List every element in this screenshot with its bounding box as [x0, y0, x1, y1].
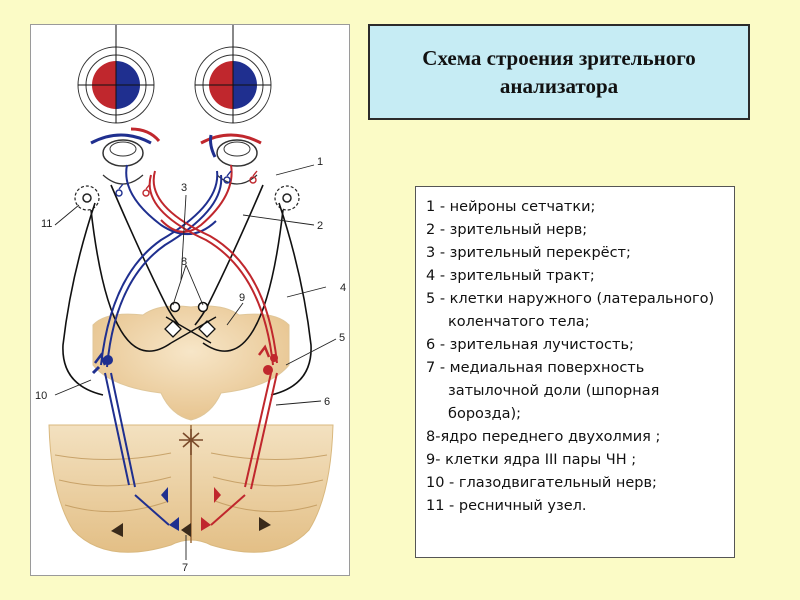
- sulci: [54, 452, 328, 513]
- diagram-svg: 1 2 3 4 5 6 7 8 9 10 11: [35, 25, 346, 574]
- title-line-2: анализатора: [499, 74, 619, 98]
- callout-9: 9: [239, 292, 245, 304]
- left-ciliary-ganglion: [74, 185, 100, 211]
- legend-item-4: 4 - зрительный тракт;: [426, 268, 595, 284]
- callout-11: 11: [41, 218, 52, 230]
- right-eye: [200, 133, 262, 185]
- legend-item-3: 3 - зрительный перекрёст;: [426, 245, 631, 261]
- midbrain: [92, 305, 290, 421]
- legend-item-7: 7 - медиальная поверхность затылочной до…: [426, 360, 660, 422]
- callout-5: 5: [339, 332, 345, 344]
- callout-7: 7: [182, 562, 188, 574]
- oculomotor-pathway: [62, 184, 312, 396]
- legend-item-6: 6 - зрительная лучистость;: [426, 337, 634, 353]
- title-line-1: Схема строения зрительного: [422, 46, 696, 70]
- retinal-neurons: [115, 170, 258, 197]
- legend-item-1: 1 - нейроны сетчатки;: [426, 199, 596, 215]
- left-lgn-cells: [91, 352, 113, 375]
- legend-item-10: 10 - глазодвигательный нерв;: [426, 475, 657, 491]
- callout-2: 2: [317, 220, 323, 232]
- legend-box: 1 - нейроны сетчатки; 2 - зрительный нер…: [415, 186, 735, 558]
- legend-item-5: 5 - клетки наружного (латерального) коле…: [426, 291, 715, 330]
- callout-1: 1: [317, 156, 323, 168]
- callout-8: 8: [181, 256, 187, 268]
- legend-item-2: 2 - зрительный нерв;: [426, 222, 588, 238]
- left-visual-field: [77, 25, 155, 124]
- callout-3: 3: [181, 182, 187, 194]
- legend-item-11: 11 - ресничный узел.: [426, 498, 587, 514]
- leader-lines: [54, 164, 337, 560]
- legend-item-9: 9- клетки ядра III пары ЧН ;: [426, 452, 637, 468]
- left-eye: [90, 127, 161, 185]
- sagittal-mark: [179, 429, 203, 455]
- callout-6: 6: [324, 396, 330, 408]
- pretectal-nuclei: [164, 301, 217, 344]
- red-pathway: [148, 164, 278, 526]
- callout-4: 4: [340, 282, 346, 294]
- visual-pathway-diagram: 1 2 3 4 5 6 7 8 9 10 11: [30, 24, 350, 576]
- right-visual-field: [194, 25, 272, 124]
- cortex-cells: [111, 487, 271, 537]
- callout-10: 10: [35, 390, 47, 402]
- right-lgn-cells: [258, 344, 278, 375]
- right-ciliary-ganglion: [274, 185, 300, 211]
- legend-item-8: 8-ядро переднего двухолмия ;: [426, 429, 661, 445]
- title-box: Схема строения зрительного анализатора: [368, 24, 750, 120]
